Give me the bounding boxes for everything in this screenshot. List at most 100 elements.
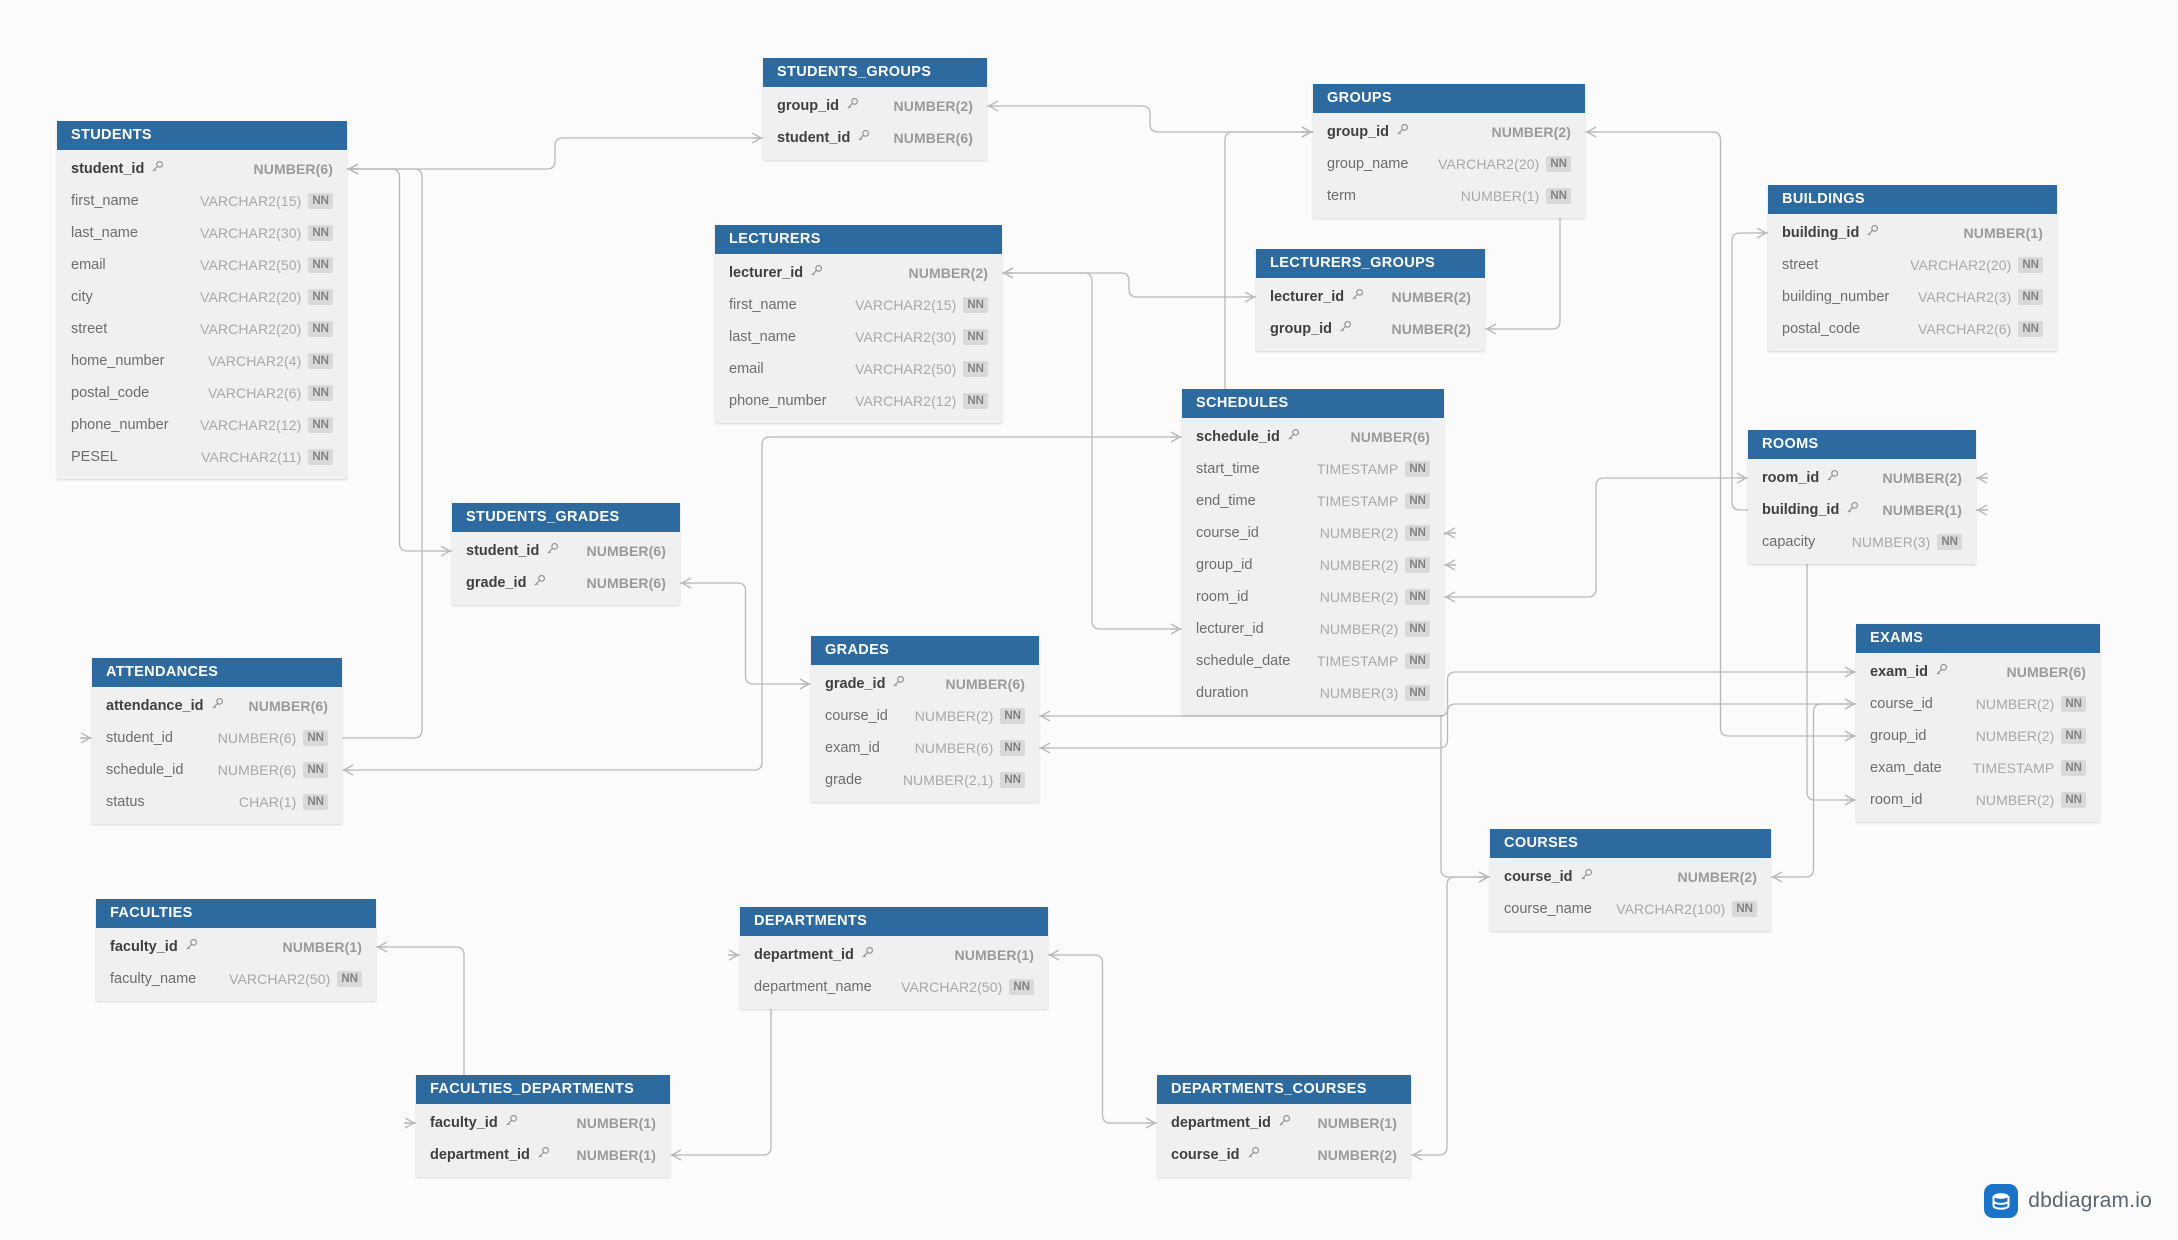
table-header-grades[interactable]: GRADES	[811, 636, 1039, 665]
dbdiagram-brand[interactable]: dbdiagram.io	[1984, 1184, 2152, 1218]
table-header-lecturers_groups[interactable]: LECTURERS_GROUPS	[1256, 249, 1485, 278]
table-header-courses[interactable]: COURSES	[1490, 829, 1771, 858]
table-header-lecturers[interactable]: LECTURERS	[715, 225, 1002, 254]
table-header-faculties[interactable]: FACULTIES	[96, 899, 376, 928]
table-header-students_groups[interactable]: STUDENTS_GROUPS	[763, 58, 987, 87]
table-header-schedules[interactable]: SCHEDULES	[1182, 389, 1444, 418]
table-header-rooms[interactable]: ROOMS	[1748, 430, 1976, 459]
table-header-exams[interactable]: EXAMS	[1856, 624, 2100, 653]
table-header-faculties_departments[interactable]: FACULTIES_DEPARTMENTS	[416, 1075, 670, 1104]
table-header-groups[interactable]: GROUPS	[1313, 84, 1585, 113]
table-header-departments_courses[interactable]: DEPARTMENTS_COURSES	[1157, 1075, 1411, 1104]
table-header-buildings[interactable]: BUILDINGS	[1768, 185, 2057, 214]
table-header-departments[interactable]: DEPARTMENTS	[740, 907, 1048, 936]
table-header-students[interactable]: STUDENTS	[57, 121, 347, 150]
table-header-students_grades[interactable]: STUDENTS_GRADES	[452, 503, 680, 532]
field-name: group_id	[1870, 728, 1927, 744]
table-header-attendances[interactable]: ATTENDANCES	[92, 658, 342, 687]
